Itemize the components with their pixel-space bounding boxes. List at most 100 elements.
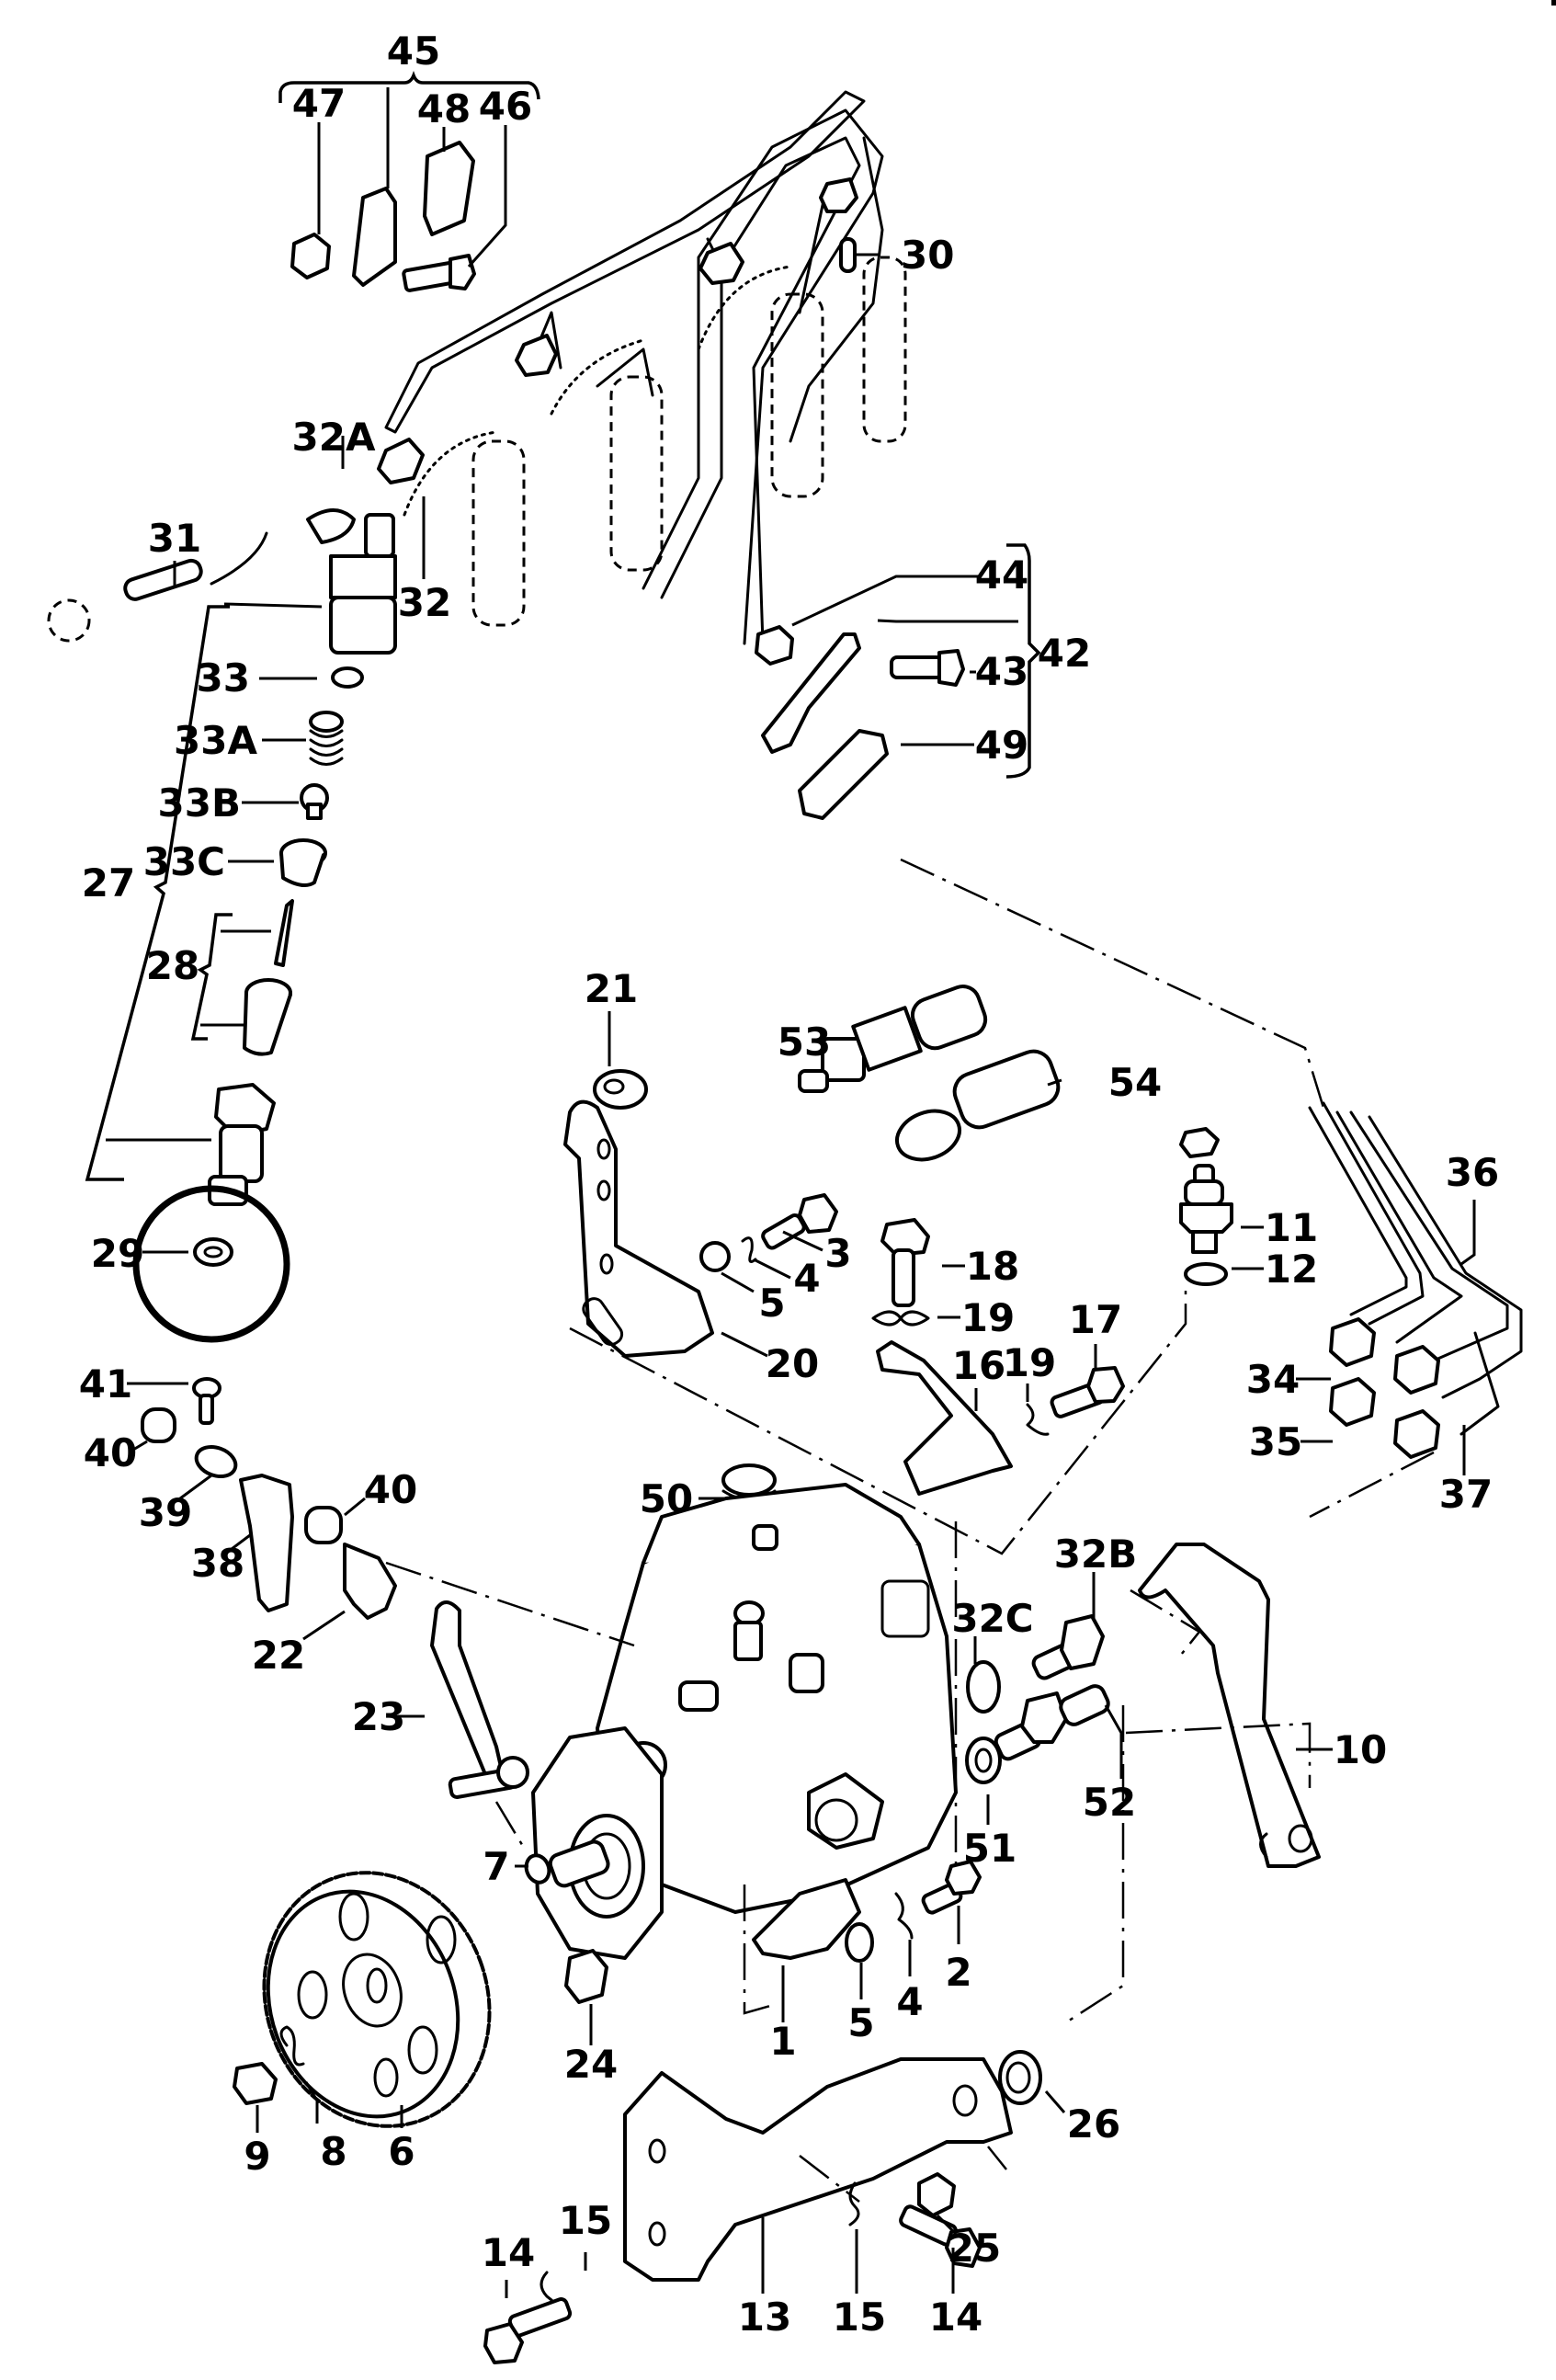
label-40b[interactable]: 40: [364, 1467, 417, 1512]
lock-washer-4: [741, 1236, 757, 1263]
label-13[interactable]: 13: [738, 2295, 791, 2340]
label-20[interactable]: 20: [766, 1341, 819, 1386]
label-5b[interactable]: 5: [847, 2000, 874, 2045]
label-14b[interactable]: 14: [929, 2295, 982, 2340]
bracket-group-45: [290, 141, 476, 292]
label-6[interactable]: 6: [388, 2129, 415, 2174]
label-32A[interactable]: 32A: [292, 415, 376, 460]
nut-9: [233, 2062, 278, 2105]
label-5[interactable]: 5: [758, 1281, 785, 1326]
washer-5: [699, 1241, 731, 1272]
label-31[interactable]: 31: [148, 516, 201, 561]
nozzle-28: [243, 978, 292, 1056]
label-47[interactable]: 47: [292, 81, 346, 126]
label-14a[interactable]: 14: [482, 2230, 535, 2275]
label-32B[interactable]: 32B: [1054, 1532, 1137, 1577]
screw-41: [192, 1377, 221, 1425]
label-23[interactable]: 23: [352, 1694, 405, 1739]
bracket-10: [1138, 1543, 1321, 1868]
label-3[interactable]: 3: [824, 1231, 851, 1276]
label-7[interactable]: 7: [483, 1844, 509, 1889]
label-25[interactable]: 25: [948, 2226, 1001, 2271]
label-24[interactable]: 24: [564, 2042, 618, 2087]
nut-35: [1329, 1377, 1376, 1427]
label-8[interactable]: 8: [320, 2129, 346, 2174]
label-33B[interactable]: 33B: [158, 780, 241, 826]
needle-28: [274, 899, 294, 967]
nut-24: [564, 1949, 608, 2004]
label-41[interactable]: 41: [79, 1361, 132, 1406]
label-27[interactable]: 27: [82, 860, 135, 905]
bolt-14b: [899, 2204, 982, 2268]
label-11[interactable]: 11: [1265, 1205, 1318, 1250]
label-17[interactable]: 17: [1069, 1297, 1122, 1342]
key-7: [524, 1853, 551, 1885]
pipes-34-37: [1308, 1101, 1523, 1436]
label-48[interactable]: 48: [417, 86, 471, 131]
label-44[interactable]: 44: [975, 552, 1028, 598]
label-43[interactable]: 43: [975, 649, 1028, 694]
pump-flange: [531, 1726, 664, 1960]
nut-37: [1393, 1409, 1440, 1459]
label-4[interactable]: 4: [793, 1256, 820, 1301]
label-40a[interactable]: 40: [84, 1430, 137, 1475]
lock-washer-8: [279, 2025, 305, 2067]
label-50[interactable]: 50: [640, 1476, 693, 1521]
label-29[interactable]: 29: [91, 1231, 144, 1276]
label-15b[interactable]: 15: [559, 2198, 612, 2243]
label-26[interactable]: 26: [1067, 2101, 1120, 2147]
label-1[interactable]: 1: [769, 2019, 796, 2064]
bracket-16: [876, 1340, 1013, 1496]
injection-pump-body: [596, 1483, 958, 1914]
label-22[interactable]: 22: [252, 1633, 305, 1678]
label-42[interactable]: 42: [1038, 631, 1091, 676]
label-15[interactable]: 15: [833, 2295, 886, 2340]
label-16[interactable]: 16: [952, 1343, 1005, 1388]
label-30[interactable]: 30: [901, 233, 954, 278]
label-32C[interactable]: 32C: [951, 1596, 1033, 1641]
label-49[interactable]: 49: [975, 723, 1028, 768]
label-9[interactable]: 9: [244, 2134, 270, 2179]
nut-47: [290, 233, 331, 279]
label-52[interactable]: 52: [1083, 1780, 1136, 1825]
label-39[interactable]: 39: [139, 1490, 192, 1535]
pipe-nut: [515, 334, 558, 377]
label-28[interactable]: 28: [146, 943, 199, 988]
label-18[interactable]: 18: [966, 1244, 1019, 1289]
label-38[interactable]: 38: [191, 1541, 244, 1586]
label-46[interactable]: 46: [479, 84, 532, 129]
plate-22: [343, 1543, 397, 1620]
highlight-circle-29: [132, 1185, 290, 1343]
label-51[interactable]: 51: [963, 1826, 1017, 1871]
clamp-49: [798, 729, 889, 820]
label-35[interactable]: 35: [1249, 1419, 1302, 1464]
label-37[interactable]: 37: [1439, 1472, 1493, 1517]
label-53[interactable]: 53: [778, 1019, 831, 1065]
label-4b[interactable]: 4: [896, 1979, 923, 2024]
label-21[interactable]: 21: [585, 966, 638, 1011]
label-19[interactable]: 19: [961, 1295, 1015, 1340]
lock-washer-19b: [1026, 1403, 1050, 1436]
rod-23-end: [448, 1756, 529, 1799]
sensor-11: [1179, 1164, 1233, 1254]
corner-mark: [1551, 0, 1556, 6]
nut-34: [1329, 1317, 1376, 1367]
label-12[interactable]: 12: [1265, 1247, 1318, 1292]
lever-38: [239, 1474, 294, 1612]
label-10[interactable]: 10: [1334, 1727, 1387, 1772]
label-19b[interactable]: 19: [1003, 1340, 1056, 1385]
connector-54: [895, 1049, 1061, 1162]
label-36[interactable]: 36: [1446, 1150, 1499, 1195]
leader-lines: [85, 71, 1476, 2298]
label-34[interactable]: 34: [1246, 1357, 1300, 1402]
label-2[interactable]: 2: [945, 1950, 971, 1995]
label-33A[interactable]: 33A: [174, 718, 257, 763]
label-45[interactable]: 45: [387, 28, 440, 74]
washer-51: [965, 1737, 1002, 1784]
bushing-40a: [141, 1407, 176, 1443]
label-32[interactable]: 32: [398, 580, 451, 625]
label-33C[interactable]: 33C: [143, 839, 225, 884]
label-54[interactable]: 54: [1108, 1060, 1162, 1105]
clamp-48: [423, 141, 475, 236]
label-33[interactable]: 33: [197, 655, 250, 700]
